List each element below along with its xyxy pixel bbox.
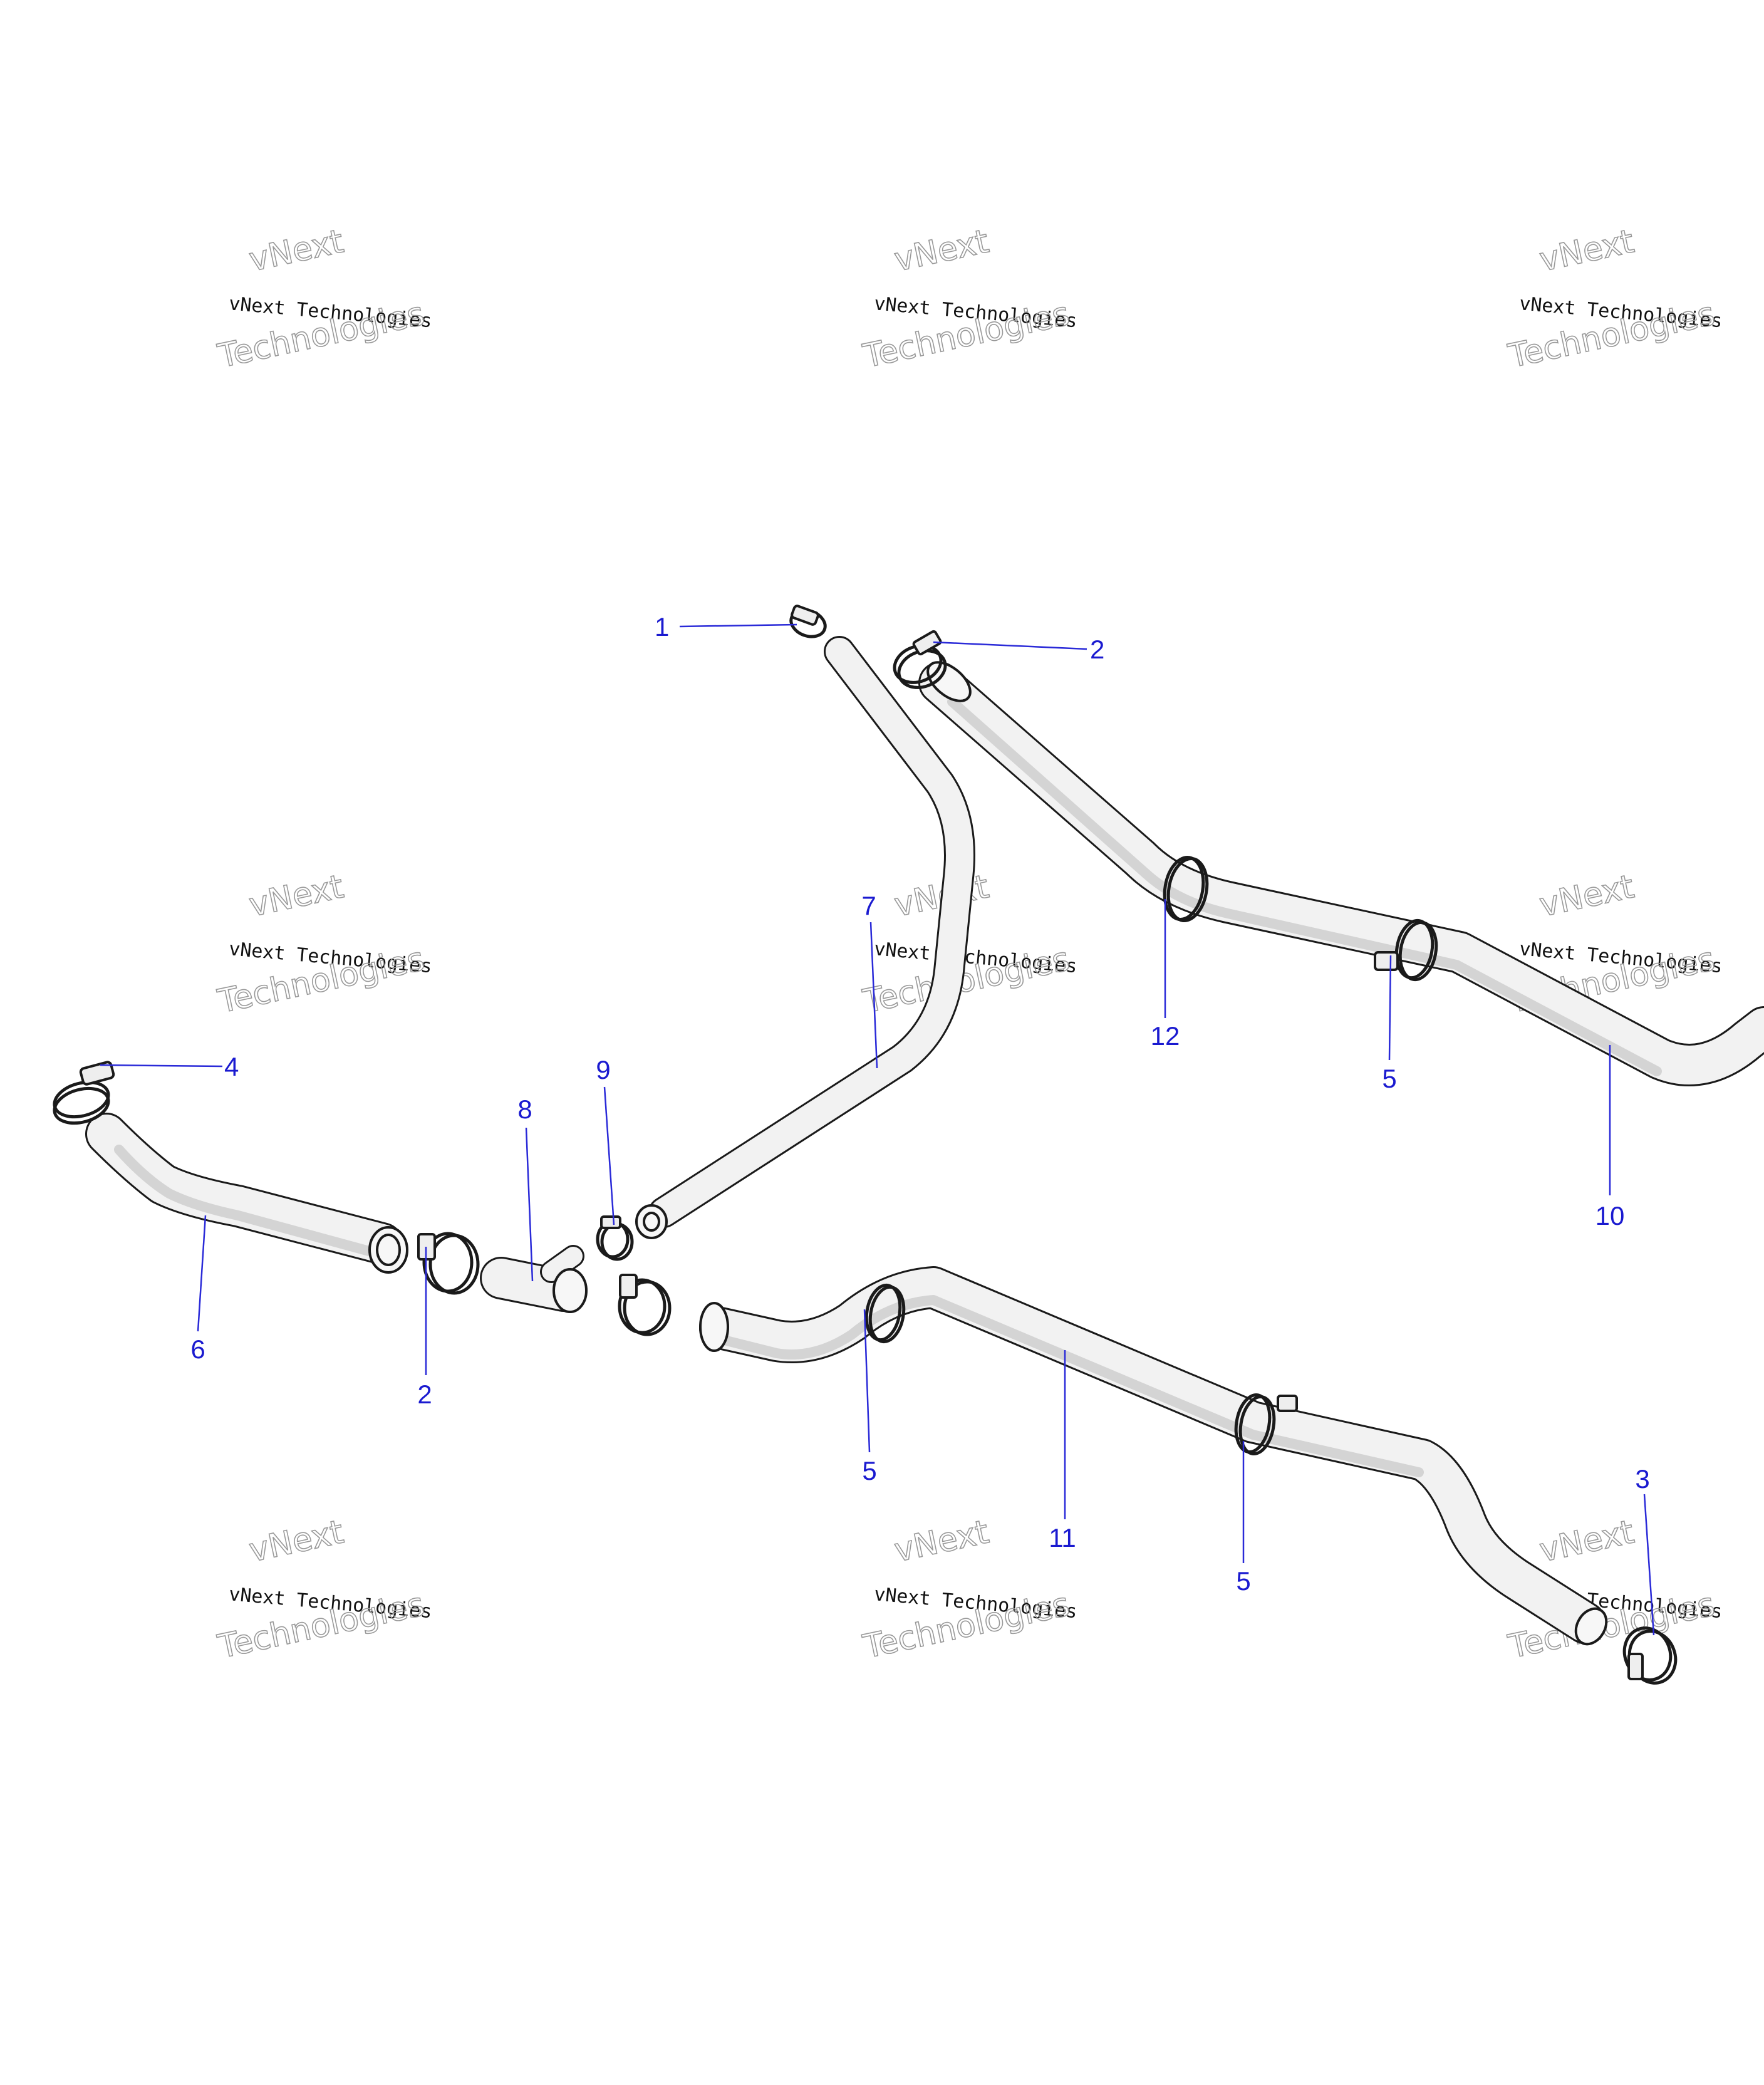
hose-11 (699, 1266, 1608, 1646)
callout-2-top: 2 (1090, 635, 1104, 664)
callout-1: 1 (655, 612, 669, 642)
clamp-5-upper (1374, 918, 1438, 982)
watermark-line1: vNext (246, 222, 347, 279)
clamp-8-side (618, 1274, 672, 1336)
watermark-line1: vNext (891, 222, 992, 279)
watermark-line1: vNext (246, 868, 347, 924)
watermark-line1: vNext (246, 1513, 347, 1569)
watermark-tile: vNext vNext Technologies Technologies (214, 222, 433, 377)
clamp-3 (1622, 1626, 1678, 1685)
callout-10: 10 (1595, 1201, 1625, 1230)
clamp-5-lower-right (1234, 1393, 1298, 1456)
watermark-line1: vNext (891, 1513, 992, 1569)
callout-5-upper: 5 (1382, 1064, 1396, 1093)
leader-4 (100, 1064, 223, 1068)
hose-10 (918, 661, 1764, 1086)
watermark-tile: vNext vNext Technologies Technologies (859, 222, 1078, 377)
hose-6 (85, 1113, 408, 1274)
callout-7: 7 (861, 891, 876, 920)
watermark-tile: vNext vNext Technologies Technologies (1505, 222, 1723, 377)
watermark-tile: vNext vNext Technologies Technologies (859, 1513, 1078, 1667)
clamp-9 (596, 1215, 634, 1261)
callout-11: 11 (1049, 1523, 1076, 1552)
clamp-5-lower-left (864, 1283, 906, 1344)
clamp-2-top (893, 630, 947, 689)
watermark-tile: vNext vNext Technologies Technologies (214, 1513, 433, 1667)
callout-8: 8 (517, 1094, 532, 1124)
leader-8 (525, 1127, 534, 1282)
leader-7 (869, 922, 878, 1069)
callout-3: 3 (1635, 1464, 1649, 1494)
watermark-line1: vNext (1537, 1513, 1637, 1569)
callout-4: 4 (224, 1052, 239, 1081)
leader-3 (1643, 1494, 1655, 1636)
clamp-12 (1163, 855, 1209, 923)
leader-5-lower-left (863, 1309, 871, 1453)
clamp-2-lower (417, 1232, 480, 1295)
hose-7 (635, 636, 975, 1239)
leader-1 (679, 623, 797, 628)
callout-5-lower-right: 5 (1236, 1566, 1250, 1596)
clamp-1 (789, 605, 827, 638)
connector-8 (480, 1245, 588, 1313)
leader-9 (603, 1086, 615, 1225)
leader-6 (197, 1215, 207, 1332)
watermark-tile: vNext vNext Technologies Technologies (214, 868, 433, 1022)
watermark-line1: vNext (1537, 868, 1637, 924)
callout-5-lower-left: 5 (862, 1456, 876, 1485)
watermark-line1: vNext (1537, 222, 1637, 279)
callout-12: 12 (1151, 1021, 1180, 1051)
callout-2-lower: 2 (417, 1380, 432, 1409)
callout-6: 6 (190, 1334, 205, 1364)
leader-2-top (933, 641, 1087, 650)
clamp-4 (53, 1061, 115, 1125)
callout-9: 9 (596, 1055, 610, 1084)
leader-5-upper (1388, 955, 1392, 1061)
